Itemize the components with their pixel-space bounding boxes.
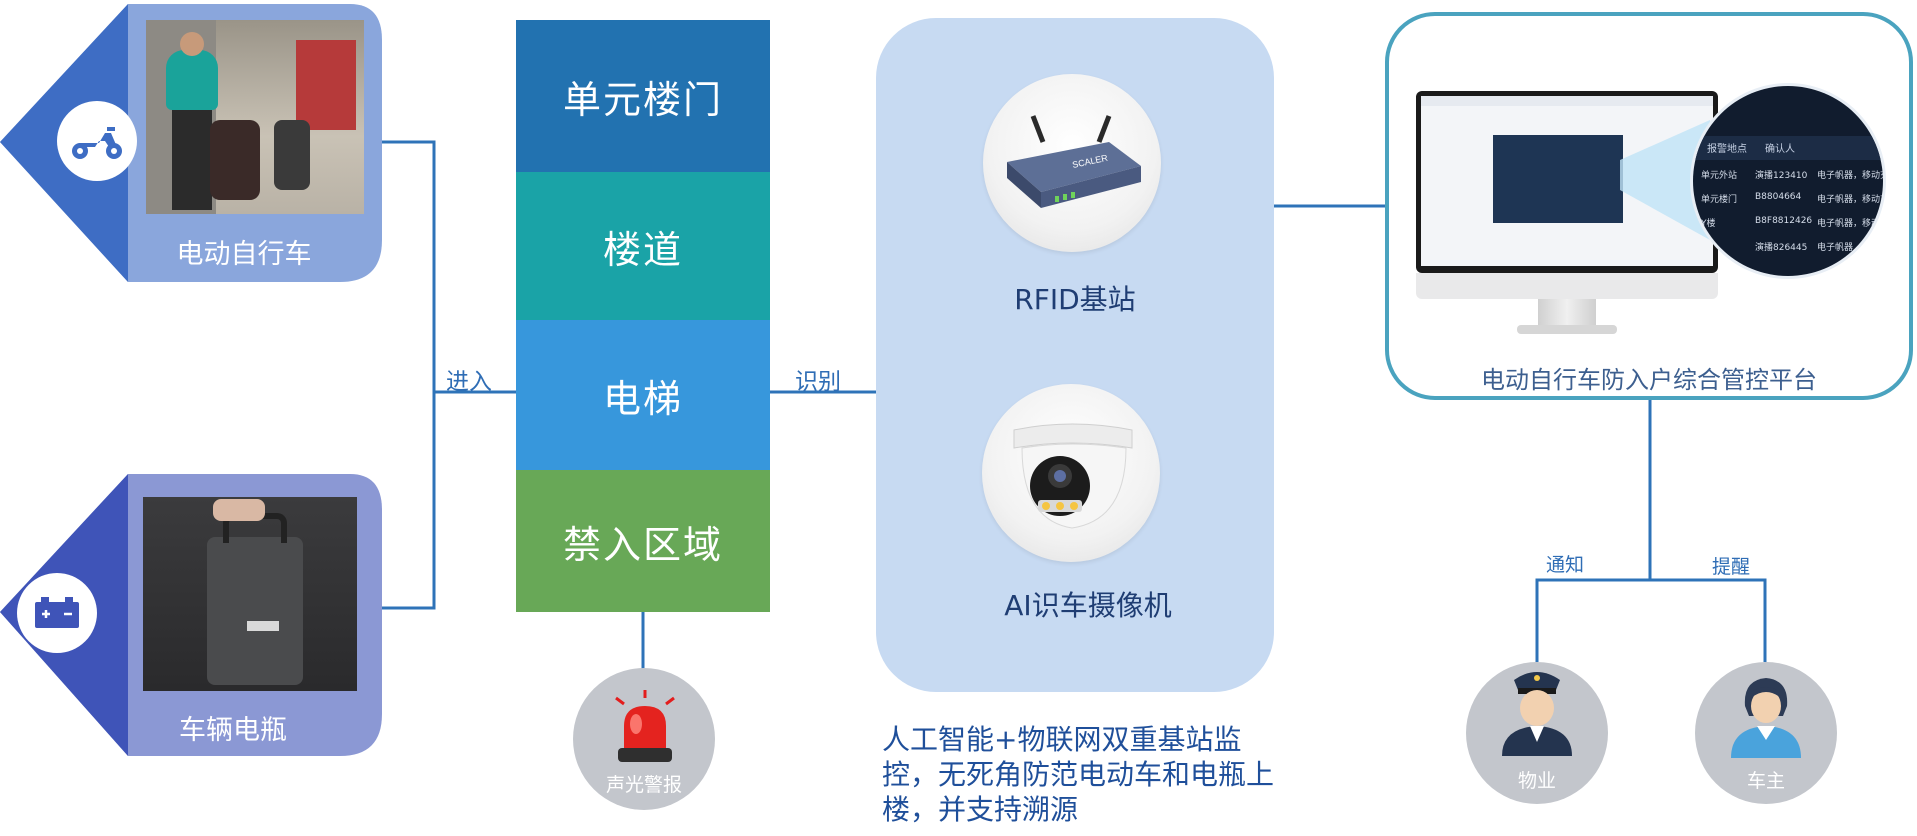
zoom-row-2-desc: 电子帆器，移动充 [1817, 195, 1883, 205]
monitor-neck [1538, 299, 1596, 325]
siren-icon [615, 690, 675, 762]
battery-body [207, 537, 303, 685]
zoom-beam [1620, 120, 1710, 240]
zoom-row-1-desc: 电子帆器，移动充 [1817, 171, 1883, 181]
property-label: 物业 [1517, 770, 1556, 792]
zone-elevator: 电梯 [516, 320, 770, 470]
owner-person-icon [1731, 678, 1801, 758]
source-bracket-line [380, 140, 436, 610]
scooter-icon-circle [57, 101, 137, 181]
monitor-chin [1416, 273, 1718, 299]
screen-table-popup [1493, 135, 1623, 223]
rfid-thumb: SCALER [983, 74, 1161, 252]
zoom-row-3-id: B8F8812426 [1755, 216, 1813, 226]
monitor-stand [1517, 325, 1617, 334]
battery-label: 车辆电瓶 [179, 715, 287, 746]
owner-label: 车主 [1746, 770, 1785, 792]
rfid-device-icon: SCALER [1007, 115, 1141, 208]
zoom-row-1-id: 演播123410 [1755, 171, 1808, 181]
person-shirt [166, 50, 218, 110]
rfid-label: RFID基站 [1014, 283, 1136, 316]
zone-unit-door: 单元楼门 [516, 20, 770, 172]
camera-icon [1013, 423, 1133, 529]
identify-label: 识别 [795, 369, 841, 395]
parked-scooter [274, 120, 310, 190]
zoom-row-2-id: B8804664 [1755, 192, 1802, 202]
battery-icon [35, 597, 79, 628]
zoom-row-4-desc: 电子帆器 [1817, 243, 1854, 253]
battery-photo [143, 497, 357, 691]
zoom-row-3-place: Y楼 [1701, 219, 1716, 229]
battery-sticker [247, 621, 279, 631]
camera-thumb [982, 384, 1160, 562]
zoom-header-confirm: 确认人 [1765, 144, 1795, 155]
screen-toolbar [1421, 96, 1713, 106]
holding-hand [213, 499, 265, 521]
ebike-photo [146, 20, 364, 214]
remind-label: 提醒 [1712, 556, 1751, 578]
zoom-row-3-desc: 电子帆器，移动充 [1817, 219, 1883, 229]
zoom-row-4-id: 演播826445 [1755, 243, 1808, 253]
person-head [180, 32, 204, 56]
ebike-label: 电动自行车 [176, 239, 312, 270]
battery-icon-circle [17, 573, 97, 653]
red-door [296, 40, 356, 130]
zone-restricted: 禁入区域 [516, 470, 770, 612]
camera-label: AI识车摄像机 [1004, 589, 1172, 622]
zoom-lens: 报警地点 确认人 单元外站 演播123410 电子帆器，移动充 单元楼门 B88… [1693, 86, 1883, 276]
alarm-label: 声光警报 [605, 774, 682, 796]
notify-label: 通知 [1546, 554, 1585, 576]
security-guard-icon [1502, 672, 1572, 756]
zone-corridor: 楼道 [516, 172, 770, 320]
scooter-icon [72, 127, 122, 159]
zoom-header-location: 报警地点 [1707, 144, 1747, 155]
zoom-row-1-place: 单元外站 [1701, 171, 1738, 181]
person-legs [172, 110, 212, 210]
zoom-header-bar [1693, 136, 1883, 160]
zoom-row-2-place: 单元楼门 [1701, 195, 1738, 205]
scooter-shape [210, 120, 260, 200]
enter-label: 进入 [446, 369, 492, 395]
platform-label: 电动自行车防入户综合管控平台 [1481, 366, 1817, 394]
summary-text: 人工智能+物联网双重基站监控，无死角防范电动车和电瓶上楼，并支持溯源 [882, 723, 1275, 826]
receiver-bracket-line [1535, 578, 1767, 662]
